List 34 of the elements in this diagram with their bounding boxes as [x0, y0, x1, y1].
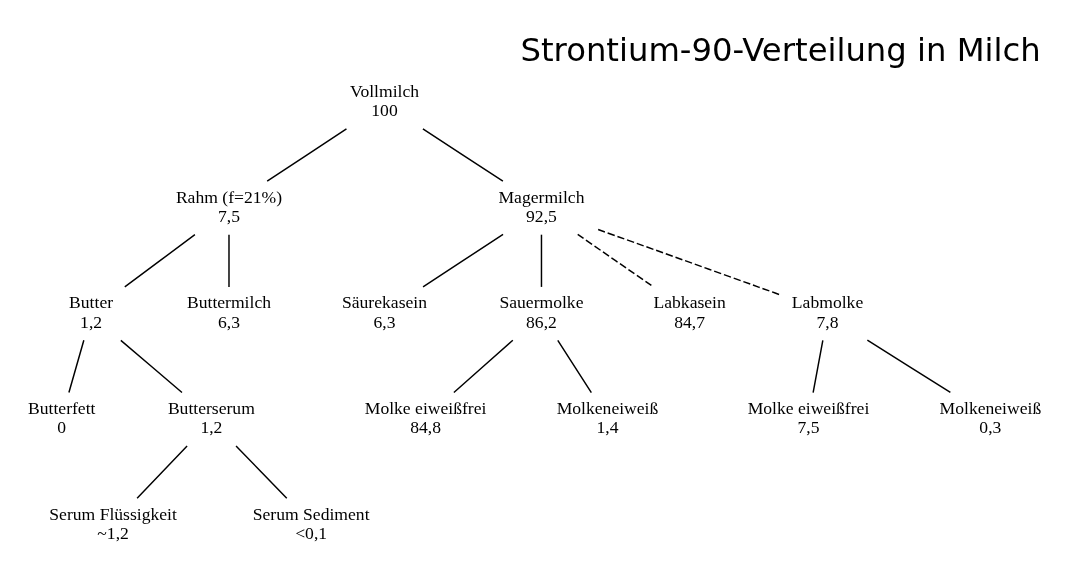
- connector: [422, 233, 504, 288]
- connector: [235, 444, 288, 499]
- connector: [228, 233, 230, 288]
- diagram-title: Strontium-90-Verteilung in Milch: [520, 30, 1041, 69]
- node-text: Säurekasein 6,3: [341, 291, 427, 332]
- connector: [812, 339, 824, 393]
- connector: [266, 127, 348, 182]
- connector: [540, 233, 543, 288]
- connector: [866, 338, 952, 393]
- connector: [68, 339, 85, 393]
- node-text: Butterfett 0: [28, 397, 96, 437]
- node-text: Serum Flüssigkeit ~1,2: [49, 503, 177, 543]
- node-text: Serum Sediment <0,1: [252, 503, 370, 543]
- node-text: Molkeneiweiß 0,3: [939, 397, 1042, 437]
- node-text: Labmolke 7,8: [791, 291, 864, 332]
- connector: [422, 127, 504, 182]
- connector: [557, 339, 593, 393]
- node-text: Molke eiweißfrei 84,8: [364, 397, 487, 437]
- node-text: Labkasein 84,7: [653, 291, 726, 332]
- node-text: Vollmilch 100: [349, 80, 420, 120]
- node-text: Magermilch 92,5: [498, 186, 585, 226]
- connector: [120, 339, 183, 393]
- node-text: Sauermolke 86,2: [499, 291, 584, 332]
- node-text: Molkeneiweiß 1,4: [556, 397, 659, 437]
- node-text: Butterserum 1,2: [167, 397, 255, 437]
- connector: [453, 339, 514, 393]
- node-text: Butter 1,2: [69, 291, 114, 332]
- node-text: Molke eiweißfrei 7,5: [747, 397, 870, 437]
- connector: [597, 228, 782, 296]
- connector: [124, 233, 196, 288]
- connector: [577, 233, 654, 288]
- connector: [136, 444, 188, 499]
- node-text: Buttermilch 6,3: [186, 291, 272, 332]
- node-text: Rahm (f=21%) 7,5: [175, 186, 283, 226]
